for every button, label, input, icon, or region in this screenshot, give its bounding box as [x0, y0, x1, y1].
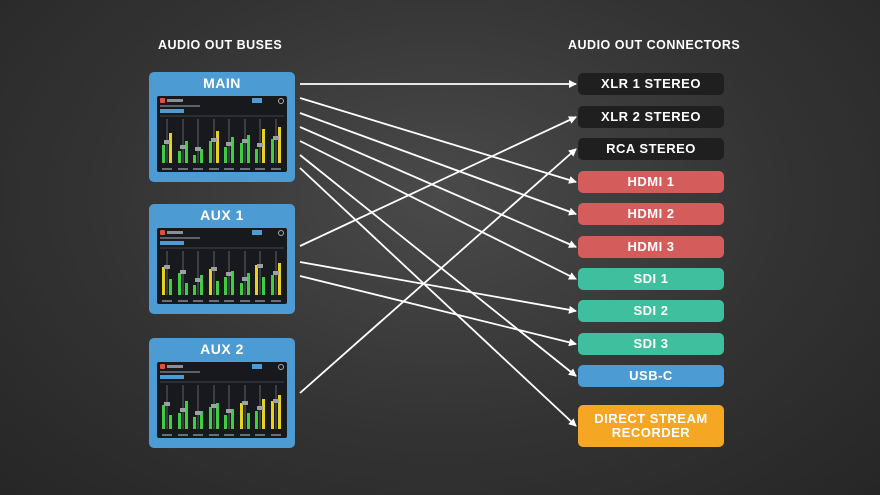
- route-aux2-to-rca: [299, 148, 577, 394]
- mixer-channel: [161, 119, 173, 170]
- route-main-to-hdmi2: [299, 112, 577, 216]
- route-aux1-to-sdi3: [299, 275, 577, 347]
- mixer-channel: [177, 119, 189, 170]
- route-main-to-hdmi1: [299, 97, 577, 184]
- connector-sdi2[interactable]: SDI 2: [578, 300, 724, 322]
- mixer-channel: [161, 251, 173, 302]
- mixer-channel: [192, 119, 204, 170]
- mixer-channel: [177, 251, 189, 302]
- mixer-channel: [254, 251, 266, 302]
- app-logo-icon: [160, 230, 165, 235]
- connector-sdi1[interactable]: SDI 1: [578, 268, 724, 290]
- mixer-channel: [208, 119, 220, 170]
- connectors-heading: AUDIO OUT CONNECTORS: [568, 38, 741, 52]
- mixer-channel: [239, 385, 251, 436]
- mixer-channel: [254, 385, 266, 436]
- connector-sdi3[interactable]: SDI 3: [578, 333, 724, 355]
- route-main-to-usbc: [299, 154, 577, 377]
- mixer-channel: [239, 251, 251, 302]
- connector-xlr1[interactable]: XLR 1 STEREO: [578, 73, 724, 95]
- gear-icon: [278, 98, 284, 104]
- buses-heading: AUDIO OUT BUSES: [158, 38, 283, 52]
- mixer-channel: [161, 385, 173, 436]
- route-main-to-sdi1: [299, 140, 577, 280]
- bus-aux2[interactable]: AUX 2: [149, 338, 295, 448]
- bus-label: MAIN: [203, 75, 241, 91]
- connector-rca[interactable]: RCA STEREO: [578, 138, 724, 160]
- route-main-to-hdmi3: [299, 126, 577, 248]
- route-aux1-to-xlr2: [299, 116, 577, 247]
- mixer-channel: [192, 385, 204, 436]
- mixer-channel: [223, 251, 235, 302]
- gear-icon: [278, 230, 284, 236]
- app-logo-icon: [160, 98, 165, 103]
- bus-label: AUX 1: [200, 207, 244, 223]
- mixer-channel: [223, 119, 235, 170]
- mixer-channel: [208, 251, 220, 302]
- route-main-to-dsr: [299, 167, 577, 427]
- connector-xlr2[interactable]: XLR 2 STEREO: [578, 106, 724, 128]
- bus-main[interactable]: MAIN: [149, 72, 295, 182]
- mixer-thumbnail: [157, 96, 287, 172]
- connector-dsr[interactable]: DIRECT STREAM RECORDER: [578, 405, 724, 447]
- mixer-channel: [177, 385, 189, 436]
- mixer-channel: [270, 251, 282, 302]
- app-logo-icon: [160, 364, 165, 369]
- connector-hdmi3[interactable]: HDMI 3: [578, 236, 724, 258]
- bus-aux1[interactable]: AUX 1: [149, 204, 295, 314]
- connector-usbc[interactable]: USB-C: [578, 365, 724, 387]
- mixer-channel: [254, 119, 266, 170]
- gear-icon: [278, 364, 284, 370]
- route-aux1-to-sdi2: [299, 261, 577, 314]
- bus-label: AUX 2: [200, 341, 244, 357]
- mixer-thumbnail: [157, 228, 287, 304]
- mixer-channel: [208, 385, 220, 436]
- mixer-thumbnail: [157, 362, 287, 438]
- mixer-channel: [270, 119, 282, 170]
- mixer-channel: [239, 119, 251, 170]
- mixer-channel: [223, 385, 235, 436]
- mixer-channel: [270, 385, 282, 436]
- connector-hdmi2[interactable]: HDMI 2: [578, 203, 724, 225]
- mixer-channel: [192, 251, 204, 302]
- connector-hdmi1[interactable]: HDMI 1: [578, 171, 724, 193]
